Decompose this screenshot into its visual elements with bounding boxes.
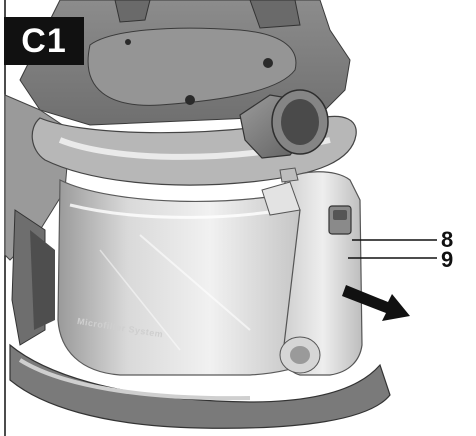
callout-label-9: 9: [441, 247, 454, 272]
callout-label-8: 8: [441, 227, 454, 252]
arrow-right-down-icon: [342, 285, 410, 321]
figure-badge: C1: [4, 17, 84, 65]
